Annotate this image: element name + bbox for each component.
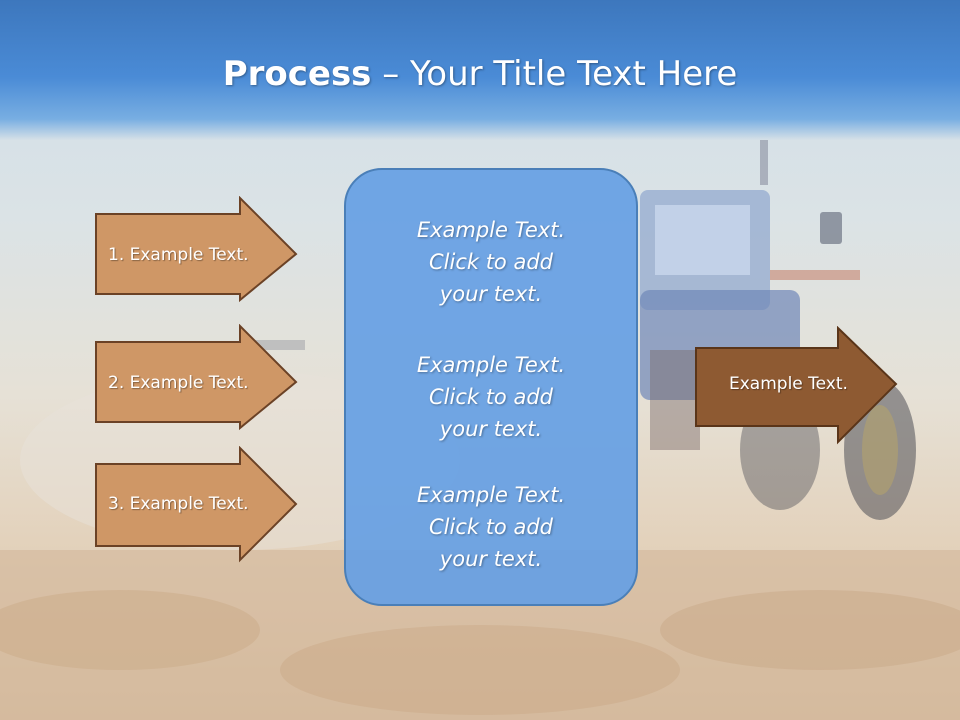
step-arrow-2[interactable] [94,324,300,432]
title-bar [0,0,960,140]
step-arrow-1[interactable] [94,196,300,304]
center-line: your text. [439,547,543,571]
title-rest: – Your Title Text Here [371,54,738,94]
result-arrow[interactable] [694,326,900,446]
slide-title: Process – Your Title Text Here [0,52,960,96]
center-paragraph-2: Example Text. Click to add your text. [346,349,636,445]
result-label: Example Text. [729,374,848,394]
center-text-box[interactable]: Example Text. Click to add your text. Ex… [344,168,638,606]
center-line: Example Text. [416,483,566,507]
center-paragraph-1: Example Text. Click to add your text. [346,214,636,310]
center-line: your text. [439,282,543,306]
center-line: Click to add [428,385,553,409]
center-line: your text. [439,417,543,441]
step-arrow-3[interactable] [94,446,300,564]
step-label-3: 3. Example Text. [108,494,249,514]
title-bold: Process [222,54,372,94]
center-line: Example Text. [416,353,566,377]
center-line: Click to add [428,515,553,539]
step-label-2: 2. Example Text. [108,373,249,393]
center-line: Click to add [428,250,553,274]
center-paragraph-3: Example Text. Click to add your text. [346,479,636,575]
step-label-1: 1. Example Text. [108,245,249,265]
center-line: Example Text. [416,218,566,242]
